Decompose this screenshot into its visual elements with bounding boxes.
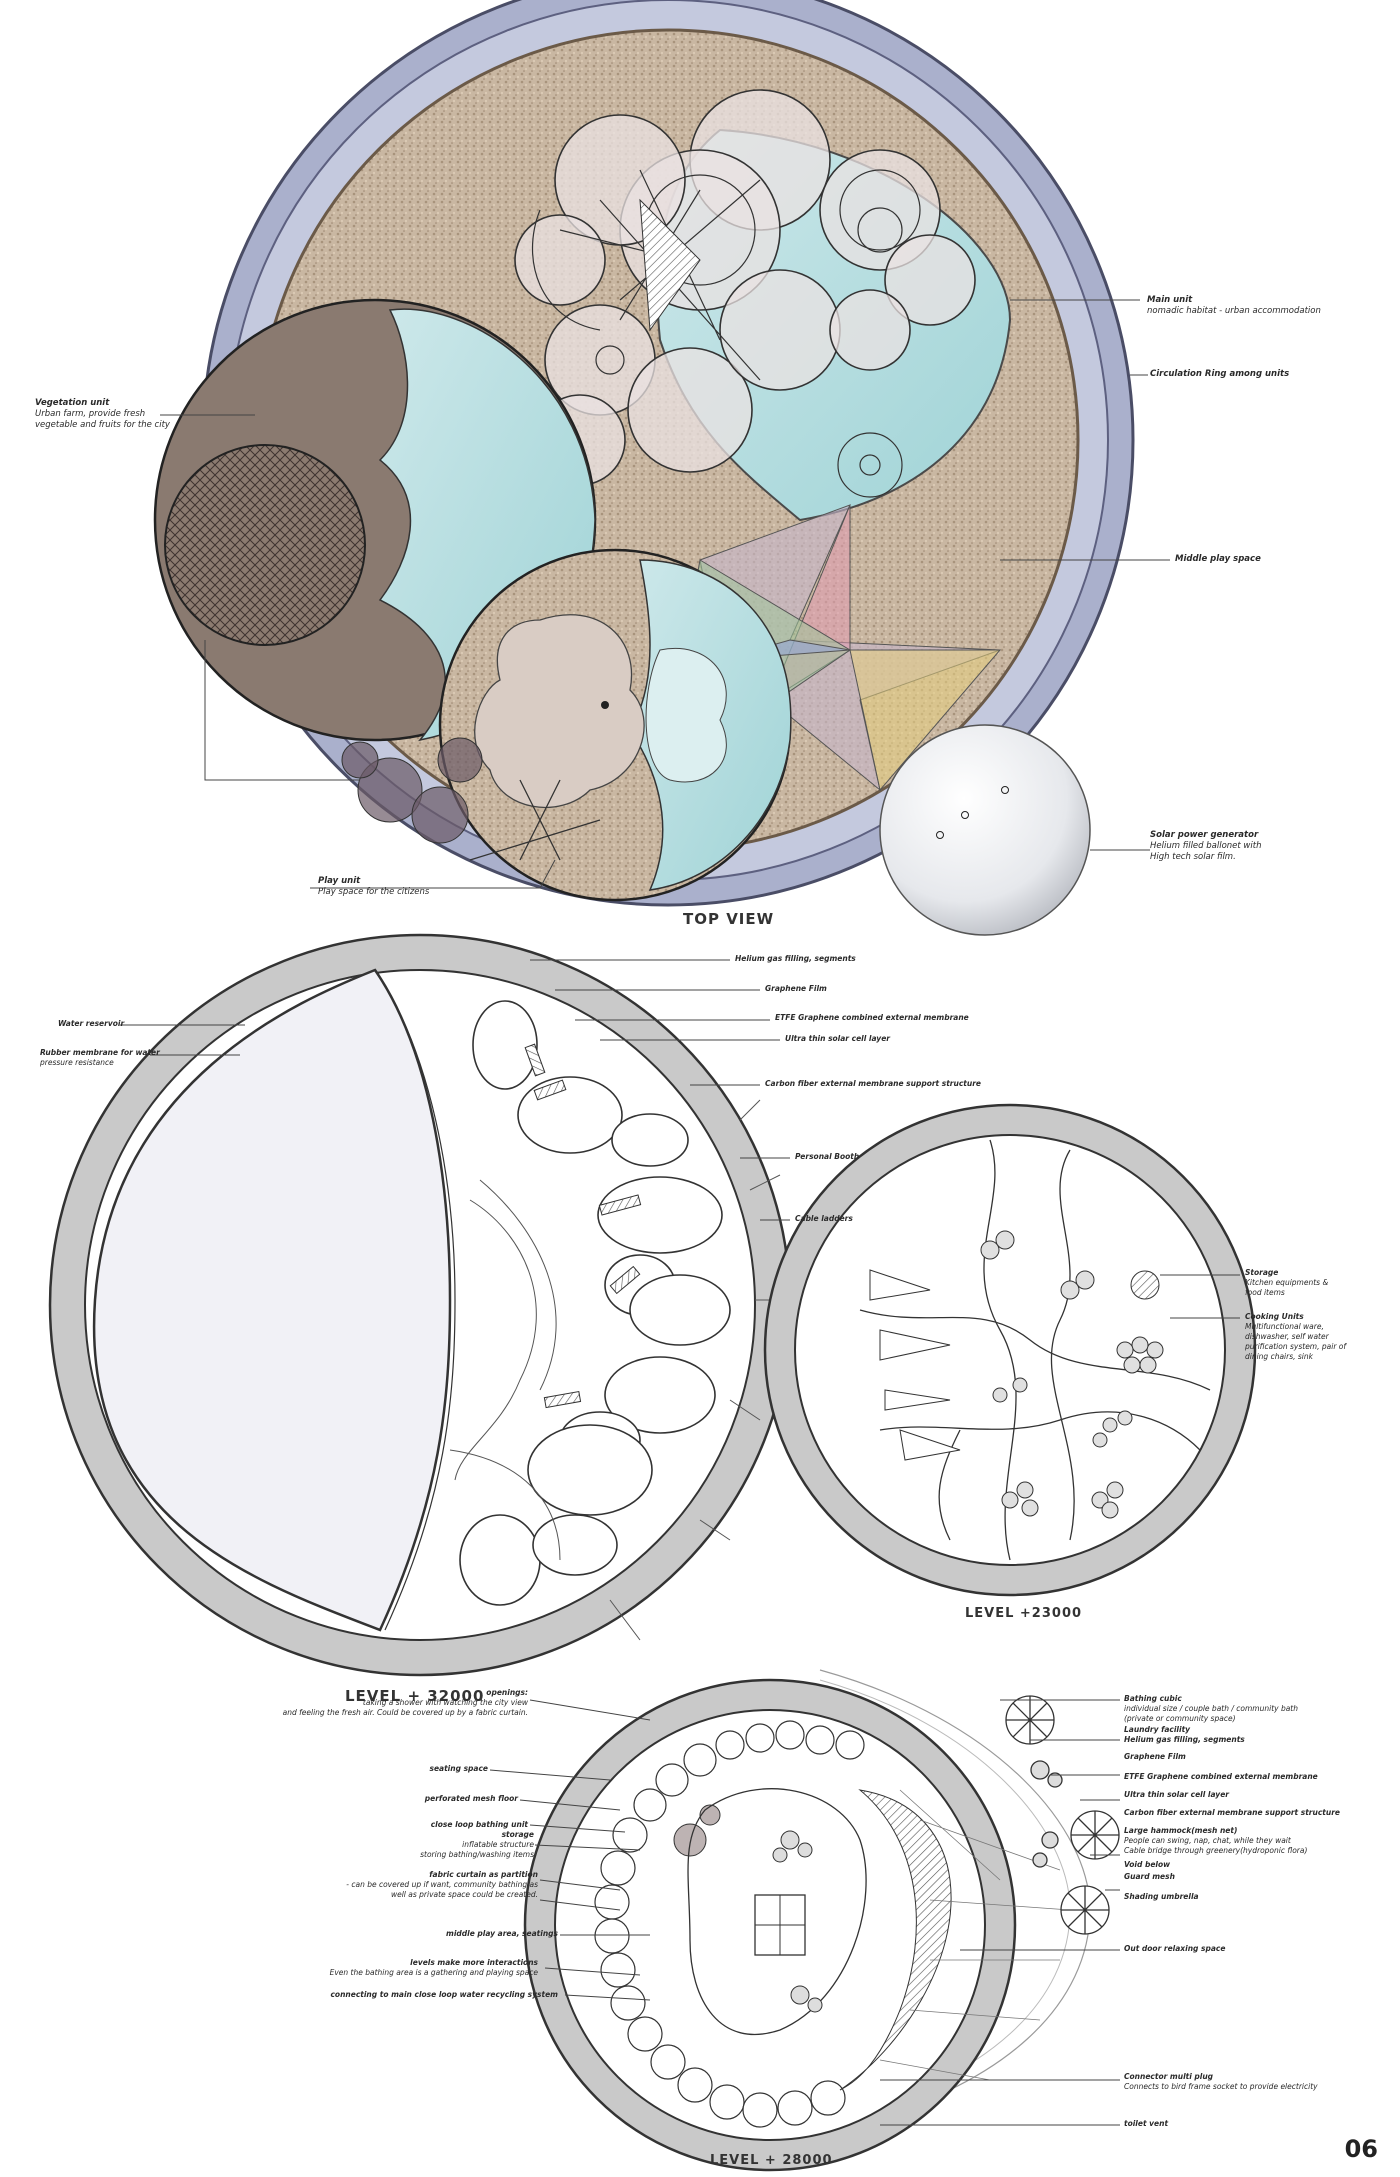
label-ultra-thin-28000: Ultra thin solar cell layer — [1124, 1790, 1229, 1799]
label-water-reservoir: Water reservoir — [58, 1019, 125, 1028]
label-openings: openings:taking a shower with watching t… — [282, 1688, 528, 1717]
label-outdoor-relaxing: Out door relaxing space — [1124, 1944, 1226, 1953]
label-hammock: Large hammock(mesh net)People can swing,… — [1124, 1826, 1308, 1855]
storage-units — [980, 1230, 1164, 1519]
label-close-loop: close loop bathing unit — [430, 1820, 528, 1829]
label-graphene-film-32000: Graphene Film — [765, 984, 827, 993]
page-number: 06 — [1344, 2135, 1378, 2163]
label-guard-mesh: Guard mesh — [1124, 1872, 1175, 1881]
level-32000-plan — [48, 933, 792, 1677]
label-etfe-32000: ETFE Graphene combined external membrane — [775, 1013, 969, 1022]
cooking-units — [869, 1269, 961, 1461]
label-laundry: Laundry facility — [1124, 1725, 1191, 1734]
label-middle-play-area: middle play area, seatings — [446, 1929, 558, 1938]
top-view-plan — [153, 0, 1170, 936]
label-middle-play-space: Middle play space — [1175, 554, 1261, 564]
water-reservoir — [92, 968, 452, 1632]
level-28000-title: LEVEL + 28000 — [710, 2153, 833, 2168]
bathing-ring — [594, 1720, 865, 2128]
shading-umbrellas — [1005, 1695, 1120, 1935]
level-28000-plan — [489, 1669, 1120, 2172]
label-cable-ladders: Cable ladders — [795, 1214, 853, 1223]
label-shading-umbrella: Shading umbrella — [1124, 1892, 1199, 1901]
label-connecting: connecting to main close loop water recy… — [330, 1990, 558, 1999]
label-perforated-floor: perforated mesh floor — [424, 1794, 518, 1803]
label-circulation-ring: Circulation Ring among units — [1150, 369, 1290, 379]
farm-grid — [164, 444, 366, 646]
label-carbon-fiber-28000: Carbon fiber external membrane support s… — [1124, 1808, 1340, 1817]
label-personal-booth: Personal Booth — [795, 1152, 860, 1161]
top-view-title: TOP VIEW — [683, 910, 775, 928]
level-23000-title: LEVEL +23000 — [965, 1606, 1083, 1621]
label-etfe-28000: ETFE Graphene combined external membrane — [1124, 1772, 1318, 1781]
level-32000-title: LEVEL + 32000 — [345, 1687, 485, 1705]
play-unit — [341, 548, 792, 902]
hammock — [839, 1789, 952, 2091]
label-seating-space: seating space — [429, 1764, 488, 1773]
label-helium-28000: Helium gas filling, segments — [1124, 1735, 1245, 1744]
label-void-below: Void below — [1124, 1860, 1171, 1869]
label-toilet-vent: toilet vent — [1124, 2119, 1169, 2128]
label-fabric-curtain: fabric curtain as partition- can be cove… — [346, 1870, 538, 1899]
personal-booths — [459, 1000, 731, 1606]
label-graphene-film-28000: Graphene Film — [1124, 1752, 1186, 1761]
level-23000-plan — [763, 1103, 1257, 1597]
label-ultra-thin-32000: Ultra thin solar cell layer — [785, 1034, 890, 1043]
label-helium-32000: Helium gas filling, segments — [735, 954, 856, 963]
label-carbon-fiber-32000: Carbon fiber external membrane support s… — [765, 1079, 981, 1088]
solar-power-sphere — [879, 724, 1091, 936]
